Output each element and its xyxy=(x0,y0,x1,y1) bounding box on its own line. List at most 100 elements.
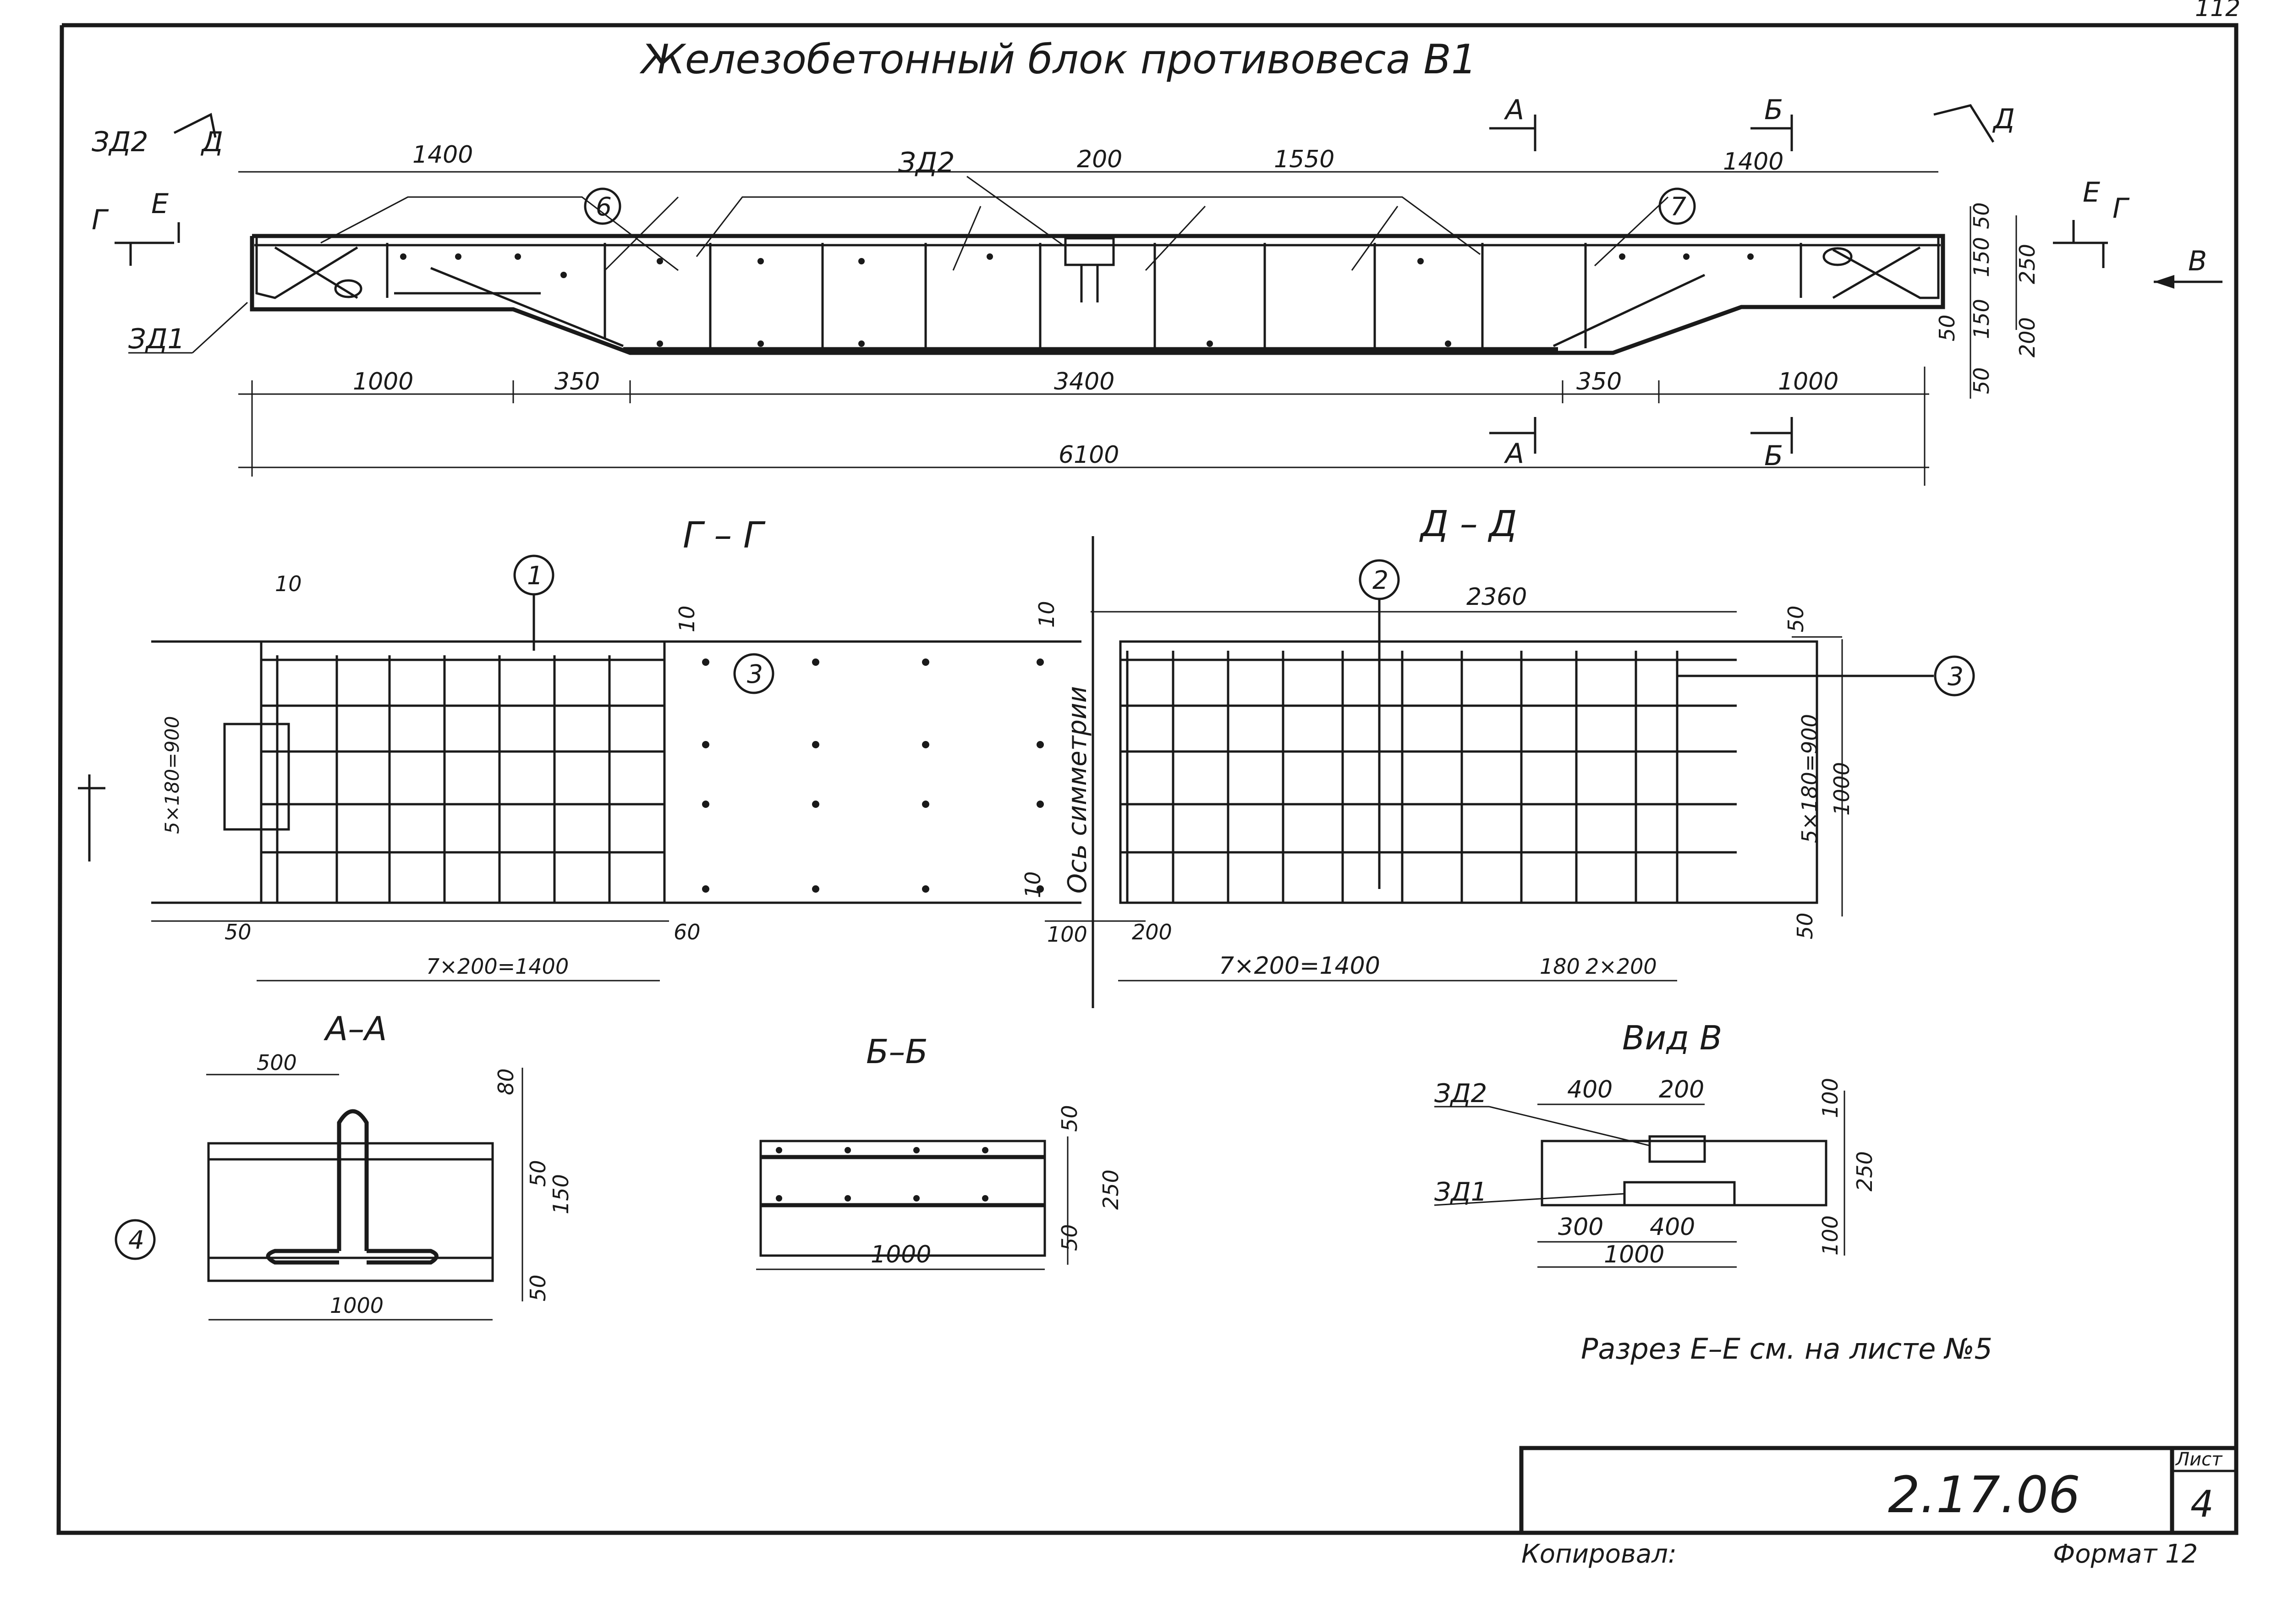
elevation-view: ЗД2 ЗД2 ЗД1 Д Д Г Е Е Г В А Б А Б xyxy=(92,94,2222,486)
sheet-frame xyxy=(56,23,2239,1535)
bb-bottom-dim: 1000 xyxy=(871,1241,931,1268)
aa-dim-50a: 50 xyxy=(526,1160,550,1187)
view-v-b1000: 1000 xyxy=(1604,1241,1664,1268)
bb-dim-50b: 50 xyxy=(1057,1224,1082,1251)
bb-dim-250: 250 xyxy=(1098,1169,1123,1210)
cut-mark-g-left: Г xyxy=(92,204,109,236)
cut-mark-b-bottom: Б xyxy=(1764,440,1783,472)
aa-top-dim: 500 xyxy=(257,1050,297,1075)
label-zd1: ЗД1 xyxy=(128,323,185,355)
leader-lines xyxy=(320,196,1669,271)
aa-outline xyxy=(207,1142,494,1282)
dim-right-1: 50 xyxy=(1969,202,1994,229)
cut-mark-e-left: Е xyxy=(151,188,169,220)
rebar-dots xyxy=(400,253,1754,347)
drawing-title: Железобетонный блок противовеса В1 xyxy=(639,36,1477,83)
view-v-r250: 250 xyxy=(1852,1151,1877,1191)
dd-dim-10-bot: 10 xyxy=(1021,871,1045,898)
section-dd-title: Д – Д xyxy=(1419,504,1517,545)
section-dd: Д – Д Ось симметрии 3 2 2360 10 10 100 2… xyxy=(1021,504,1975,1008)
dim-bottom-5: 1000 xyxy=(1778,368,1838,395)
dim-top-mid-a: 200 xyxy=(1077,146,1122,173)
callout-7: 7 xyxy=(1670,192,1686,221)
dim-right-7: 50 xyxy=(1969,367,1994,394)
dd-grid-vertical xyxy=(1126,651,1679,903)
dim-right-6: 200 xyxy=(2015,317,2040,357)
gg-bottom-dim: 7×200=1400 xyxy=(426,954,569,979)
dd-dim-2x200: 2×200 xyxy=(1586,954,1657,979)
title-block-code: 2.17.06 xyxy=(1888,1465,2080,1524)
dim-right-2: 150 xyxy=(1969,237,1994,277)
bb-dim-50a: 50 xyxy=(1057,1105,1082,1132)
gg-dim-60: 60 xyxy=(674,920,701,944)
dd-grid-horizontal xyxy=(1120,658,1737,854)
aa-loop xyxy=(337,1109,369,1251)
gg-callout-3: 3 xyxy=(747,659,763,689)
view-v-zd2-label: ЗД2 xyxy=(1434,1079,1487,1108)
gg-callout-1: 1 xyxy=(527,561,543,590)
dd-callout-2: 2 xyxy=(1372,565,1388,595)
cut-mark-a-top: А xyxy=(1503,94,1524,126)
view-v-zd2-plate xyxy=(1648,1135,1706,1163)
dd-callout-3: 3 xyxy=(1948,662,1964,691)
view-v-r100b: 100 xyxy=(1818,1215,1843,1256)
section-gg-title: Г – Г xyxy=(683,515,766,556)
gg-grid-horizontal xyxy=(261,658,664,854)
view-v: Вид В ЗД2 ЗД1 400 200 300 400 1000 100 2… xyxy=(1434,1019,1877,1268)
bent-bar-right xyxy=(1553,274,1706,347)
cut-mark-e-right: Е xyxy=(2083,176,2100,208)
dd-right-50-bot: 50 xyxy=(1793,912,1817,939)
cut-mark-d-left: Д xyxy=(200,126,223,158)
dd-right-50-top: 50 xyxy=(1783,605,1808,632)
dim-right-3: 250 xyxy=(2015,244,2040,284)
dim-total: 6100 xyxy=(1059,441,1119,469)
aa-dim-150: 150 xyxy=(549,1174,573,1214)
page-number: 112 xyxy=(2195,0,2240,22)
bent-bar-left xyxy=(430,267,624,347)
bb-outline xyxy=(759,1140,1046,1257)
view-v-top-400: 400 xyxy=(1567,1076,1613,1103)
stirrups xyxy=(386,243,1802,348)
view-v-b400: 400 xyxy=(1650,1213,1695,1241)
dim-top-right: 1400 xyxy=(1723,148,1783,176)
title-block: 2.17.06 Лист 4 Копировал: Формат 12 xyxy=(1519,1446,2239,1569)
dim-top-mid-b: 1550 xyxy=(1274,146,1334,173)
section-bb-title: Б–Б xyxy=(866,1032,928,1071)
callout-6: 6 xyxy=(596,192,612,221)
dd-dim-10-top: 10 xyxy=(1034,601,1059,628)
dd-top-dim: 2360 xyxy=(1466,583,1527,611)
gg-left-dim: 5×180=900 xyxy=(161,716,183,834)
aa-callout-4: 4 xyxy=(128,1225,144,1255)
lifting-loops xyxy=(255,236,1940,299)
title-block-format: Формат 12 xyxy=(2053,1539,2198,1569)
dim-right-5: 150 xyxy=(1969,299,1994,339)
label-zd2-mid: ЗД2 xyxy=(898,147,955,179)
gg-dim-10-top: 10 xyxy=(275,571,302,596)
title-block-copied: Копировал: xyxy=(1521,1539,1677,1569)
block-outline xyxy=(250,234,1945,355)
cut-mark-g-right: Г xyxy=(2112,192,2130,225)
dd-dim-180: 180 xyxy=(1540,954,1580,979)
view-v-r100a: 100 xyxy=(1818,1078,1843,1118)
gg-embedded-plate xyxy=(223,723,290,831)
section-bb: Б–Б 1000 50 250 50 xyxy=(756,1032,1123,1270)
view-v-zd1-plate xyxy=(1623,1181,1736,1207)
view-mark-v: В xyxy=(2188,245,2207,277)
dim-bottom-4: 350 xyxy=(1576,368,1622,395)
aa-dim-80: 80 xyxy=(494,1068,518,1095)
gg-grid-vertical xyxy=(276,655,611,903)
cut-mark-b-top: Б xyxy=(1764,94,1783,126)
section-gg: Г – Г 1 3 10 10 50 60 xyxy=(78,515,1081,982)
view-v-title: Вид В xyxy=(1622,1019,1722,1057)
dim-bottom-3: 3400 xyxy=(1054,368,1114,395)
label-zd2-left: ЗД2 xyxy=(92,126,148,158)
section-ee-note: Разрез Е–Е см. на листе №5 xyxy=(1581,1332,1992,1366)
title-block-sheet-number: 4 xyxy=(2190,1483,2214,1525)
dd-outline xyxy=(1119,640,1818,904)
dim-top-left: 1400 xyxy=(412,141,473,169)
view-v-b300: 300 xyxy=(1558,1213,1603,1241)
embedded-plate-zd2 xyxy=(1064,237,1115,266)
aa-bottom-dim: 1000 xyxy=(330,1293,384,1318)
section-aa: А–А 500 1000 4 80 50 150 50 xyxy=(115,1010,573,1321)
